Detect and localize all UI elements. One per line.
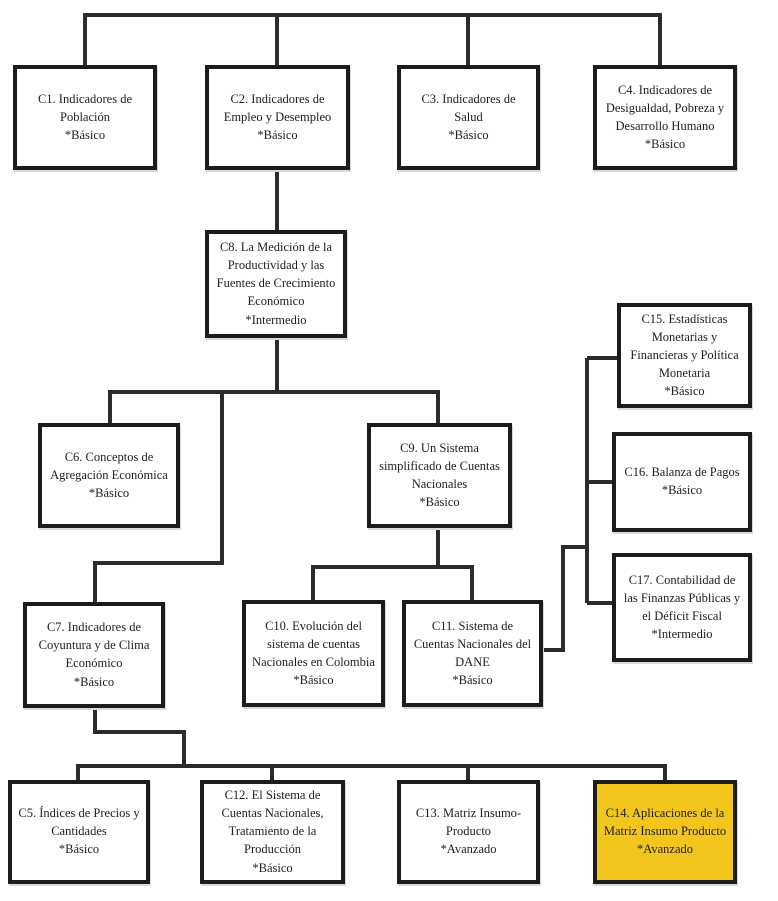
node-c17: C17. Contabilidad de las Finanzas Públic… [612,553,752,662]
node-title: C5. Índices de Precios y Cantidades [18,806,140,839]
node-title: C10. Evolución del sistema de cuentas Na… [252,618,375,669]
node-title: C6. Conceptos de Agregación Económica [50,449,168,482]
node-c16: C16. Balanza de Pagos *Básico [612,432,752,532]
node-c2: C2. Indicadores de Empleo y Desempleo *B… [205,65,350,170]
node-c14-highlighted: C14. Aplicaciones de la Matriz Insumo Pr… [593,780,737,884]
node-title: C15. Estadísticas Monetarias y Financier… [630,311,739,380]
node-c12: C12. El Sistema de Cuentas Nacionales, T… [200,780,345,884]
node-title: C4. Indicadores de Desigualdad, Pobreza … [605,82,725,133]
node-level: *Básico [661,483,703,498]
node-title: C16. Balanza de Pagos [624,465,740,480]
connector-c11-right-column [543,356,617,652]
node-level: *Básico [73,674,115,689]
node-title: C3. Indicadores de Salud [421,91,516,124]
node-c15: C15. Estadísticas Monetarias y Financier… [617,303,752,408]
node-level: *Básico [419,495,460,509]
node-c3: C3. Indicadores de Salud *Básico [397,65,540,170]
node-title: C11. Sistema de Cuentas Nacionales del D… [413,618,532,669]
connector-c7-bottom-bracket [76,708,667,780]
node-c5: C5. Índices de Precios y Cantidades *Bás… [8,780,150,884]
node-level: *Básico [452,673,493,687]
node-level: *Avanzado [440,842,497,857]
node-title: C17. Contabilidad de las Finanzas Públic… [623,572,741,623]
node-level: *Básico [448,127,489,142]
node-title: C14. Aplicaciones de la Matriz Insumo Pr… [603,806,727,839]
node-c1: C1. Indicadores de Población *Básico [13,65,157,170]
node-title: C1. Indicadores de Población [37,91,133,124]
node-c4: C4. Indicadores de Desigualdad, Pobreza … [593,65,737,170]
node-title: C9. Un Sistema simplificado de Cuentas N… [379,440,500,491]
node-level: *Básico [88,485,130,500]
node-level: *Básico [252,860,293,875]
node-c13: C13. Matriz Insumo-Producto *Avanzado [397,780,540,884]
node-level: *Básico [664,384,705,399]
connector-c8-bracket [93,338,440,602]
node-level: *Básico [293,673,334,687]
node-title: C7. Indicadores de Coyuntura y de Clima … [38,620,150,671]
node-title: C13. Matriz Insumo-Producto [415,806,522,839]
node-title: C12. El Sistema de Cuentas Nacionales, T… [221,788,324,857]
node-c7: C7. Indicadores de Coyuntura y de Clima … [23,602,165,708]
node-c8: C8. La Medición de la Productividad y la… [205,230,347,338]
node-level: *Intermedio [651,627,713,641]
node-c10: C10. Evolución del sistema de cuentas Na… [242,600,385,707]
connector-top-bracket [83,13,662,65]
node-level: *Básico [257,127,298,142]
node-level: *Básico [58,842,100,857]
node-title: C2. Indicadores de Empleo y Desempleo [223,91,332,124]
node-level: *Básico [64,127,106,142]
connector-c9-bracket [311,528,474,600]
node-c6: C6. Conceptos de Agregación Económica *B… [38,423,180,528]
node-level: *Intermedio [245,312,307,327]
node-level: *Avanzado [637,842,693,857]
node-level: *Básico [644,137,686,151]
node-c11: C11. Sistema de Cuentas Nacionales del D… [402,600,543,707]
node-title: C8. La Medición de la Productividad y la… [216,240,336,309]
node-c9: C9. Un Sistema simplificado de Cuentas N… [367,423,512,528]
